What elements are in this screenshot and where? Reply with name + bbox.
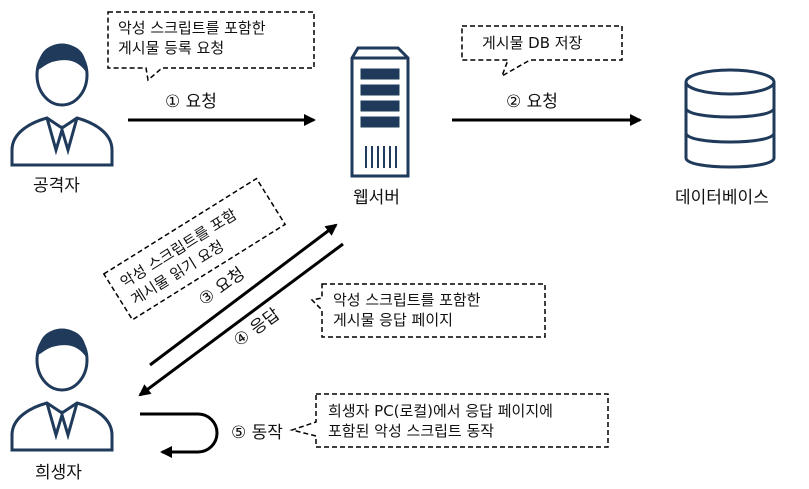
webserver-label: 웹서버 [353, 188, 400, 208]
callout-response-box [310, 283, 546, 338]
arrow-5-action [140, 412, 219, 458]
callout-action-text: 희생자 PC(로컬)에서 응답 페이지에 포함된 악성 스크립트 동작 [328, 401, 553, 441]
callout-attacker-post-text: 악성 스크립트를 포함한 게시물 등록 요청 [118, 18, 266, 58]
callout-response-line-1: 악성 스크립트를 포함한 [333, 291, 481, 309]
callout-response-line-2: 게시물 응답 페이지 [333, 311, 453, 329]
callout-action-box [289, 393, 609, 448]
callout-attacker-post-line-1: 악성 스크립트를 포함한 [118, 19, 266, 37]
attacker-label: 공격자 [33, 176, 80, 196]
callout-response-text: 악성 스크립트를 포함한 게시물 응답 페이지 [333, 290, 481, 330]
step-2-label: ② 요청 [506, 92, 558, 112]
callout-attacker-post-line-2: 게시물 등록 요청 [118, 39, 225, 57]
arrow-4-response [138, 242, 344, 397]
step-5-label: ⑤ 동작 [231, 423, 283, 443]
victim-label: 희생자 [35, 463, 82, 483]
victim-person-icon [10, 328, 114, 452]
arrow-3-request [149, 223, 338, 367]
callout-victim-read-box [102, 177, 287, 321]
callout-db-save-text: 게시물 DB 저장 [482, 34, 583, 52]
callout-db-save-box [461, 25, 623, 78]
step-1-label: ① 요청 [165, 92, 217, 112]
database-label: 데이터베이스 [675, 188, 769, 208]
webserver-server-icon [350, 46, 410, 178]
callout-action-line-1: 희생자 PC(로컬)에서 응답 페이지에 [328, 402, 553, 420]
callout-action-line-2: 포함된 악성 스크립트 동작 [328, 422, 495, 440]
database-icon [684, 68, 776, 169]
callout-attacker-post-box [107, 11, 315, 82]
attacker-person-icon [10, 43, 114, 167]
